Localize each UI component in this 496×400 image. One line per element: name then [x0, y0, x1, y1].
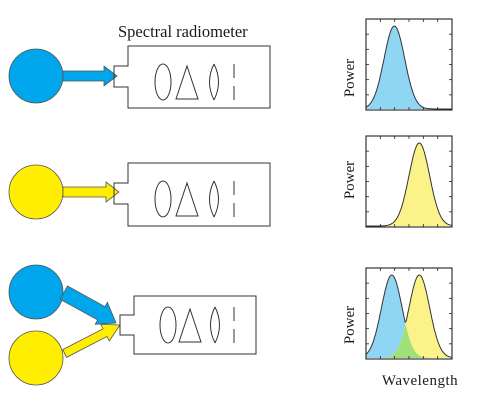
power-axis-label-2: Power [342, 161, 358, 199]
yellow-arrow-diagonal [62, 323, 121, 358]
blue-arrow-diagonal [59, 285, 117, 325]
row-combined-sources [8, 264, 257, 386]
blue-spectrum-area [366, 275, 452, 358]
yellow-light-source-combined [8, 330, 64, 386]
spectrum-plot-yellow [365, 135, 453, 228]
spectrum-plot-blue [365, 18, 453, 111]
spectral-radiometer-box-1 [113, 45, 271, 109]
row-blue-source [8, 45, 271, 109]
spectrum-plot-combined [365, 267, 453, 360]
yellow-spectrum-area [366, 275, 452, 358]
row-yellow-source [8, 162, 271, 227]
blue-spectrum-area [366, 26, 452, 109]
blue-light-source [8, 48, 64, 104]
power-axis-label-1: Power [342, 59, 358, 97]
yellow-spectrum-area [366, 143, 452, 226]
combined-spectrum-line [365, 274, 453, 358]
yellow-light-source [8, 164, 64, 220]
blue-arrow [62, 65, 118, 87]
spectral-radiometer-box-3 [119, 295, 257, 355]
blue-light-source-combined [8, 264, 64, 320]
overlap-area [366, 325, 452, 358]
spectral-radiometer-box-2 [113, 162, 271, 227]
diagram-title: Spectral radiometer [118, 22, 248, 41]
power-axis-label-3: Power [342, 306, 358, 344]
yellow-arrow [62, 181, 120, 203]
wavelength-axis-label: Wavelength [382, 373, 458, 389]
